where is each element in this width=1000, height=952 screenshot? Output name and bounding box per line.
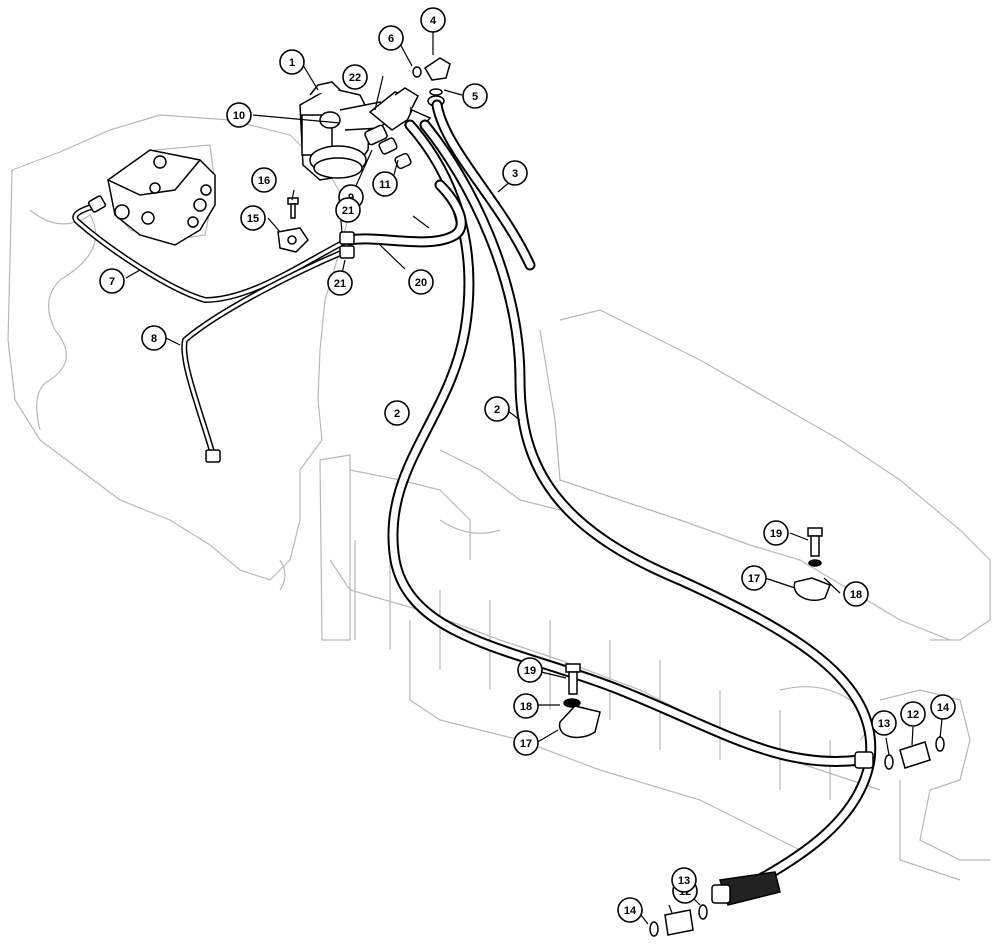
callout-12: 12 bbox=[900, 701, 926, 727]
callout-6: 6 bbox=[378, 25, 404, 51]
callout-label: 16 bbox=[258, 175, 270, 187]
callout-label: 18 bbox=[520, 701, 532, 713]
callout-circle bbox=[513, 693, 539, 719]
small-parts bbox=[277, 197, 945, 937]
callout-label: 19 bbox=[770, 528, 782, 540]
callout-label: 21 bbox=[334, 278, 346, 290]
callout-circle bbox=[279, 49, 305, 75]
callout-circle bbox=[671, 867, 697, 893]
callout-17: 17 bbox=[513, 730, 539, 756]
callout-label: 12 bbox=[907, 709, 919, 721]
callout-22: 22 bbox=[342, 64, 368, 90]
callout-label: 22 bbox=[349, 72, 361, 84]
callout-label: 5 bbox=[472, 91, 478, 103]
callout-circle bbox=[99, 268, 125, 294]
callout-label: 14 bbox=[624, 905, 637, 917]
callout-label: 15 bbox=[247, 213, 259, 225]
callout-3: 3 bbox=[502, 160, 528, 186]
callout-circle bbox=[843, 581, 869, 607]
callout-label: 13 bbox=[878, 718, 890, 730]
callout-label: 1 bbox=[289, 57, 295, 69]
callout-19: 19 bbox=[517, 657, 543, 683]
callout-circle bbox=[741, 565, 767, 591]
callout-circle bbox=[900, 701, 926, 727]
callout-label: 20 bbox=[415, 277, 427, 289]
callout-label: 8 bbox=[151, 333, 157, 345]
callout-label: 3 bbox=[512, 168, 518, 180]
callout-label: 2 bbox=[494, 404, 500, 416]
callout-16: 16 bbox=[251, 167, 277, 193]
callout-circle bbox=[502, 160, 528, 186]
callout-17: 17 bbox=[741, 565, 767, 591]
callout-14: 14 bbox=[930, 694, 956, 720]
callout-circle bbox=[372, 171, 398, 197]
callout-14: 14 bbox=[617, 897, 643, 923]
callout-circle bbox=[335, 197, 361, 223]
callout-circle bbox=[327, 270, 353, 296]
callout-2: 2 bbox=[484, 396, 510, 422]
callout-circle bbox=[226, 102, 252, 128]
control-valve-block bbox=[107, 149, 216, 246]
callout-circle bbox=[871, 710, 897, 736]
callout-5: 5 bbox=[462, 83, 488, 109]
callout-4: 4 bbox=[420, 7, 446, 33]
callout-8: 8 bbox=[141, 325, 167, 351]
callout-label: 10 bbox=[233, 110, 245, 122]
callout-circle bbox=[342, 64, 368, 90]
callout-circle bbox=[420, 7, 446, 33]
callout-label: 6 bbox=[388, 33, 394, 45]
callout-circle bbox=[384, 400, 410, 426]
callout-18: 18 bbox=[513, 693, 539, 719]
callout-circle bbox=[240, 205, 266, 231]
callout-20: 20 bbox=[408, 269, 434, 295]
callout-label: 17 bbox=[520, 738, 532, 750]
leader-lines bbox=[125, 20, 943, 925]
callout-label: 14 bbox=[937, 702, 950, 714]
callout-label: 7 bbox=[109, 276, 115, 288]
elbow-fitting-4 bbox=[412, 57, 451, 107]
callout-21: 21 bbox=[327, 270, 353, 296]
callout-label: 17 bbox=[748, 573, 760, 585]
callout-label: 18 bbox=[850, 589, 862, 601]
callout-label: 2 bbox=[394, 408, 400, 420]
callout-circle bbox=[408, 269, 434, 295]
callout-1: 1 bbox=[279, 49, 305, 75]
callout-label: 21 bbox=[342, 205, 354, 217]
callout-label: 13 bbox=[678, 875, 690, 887]
callout-group: 1223456789101112121313141415161717181819… bbox=[99, 7, 956, 923]
hose-end-fittings bbox=[87, 195, 874, 906]
callout-10: 10 bbox=[226, 102, 252, 128]
callout-circle bbox=[462, 83, 488, 109]
callout-label: 11 bbox=[379, 179, 391, 191]
callout-19: 19 bbox=[763, 520, 789, 546]
callout-11: 11 bbox=[372, 171, 398, 197]
callout-13: 13 bbox=[671, 867, 697, 893]
callout-18: 18 bbox=[843, 581, 869, 607]
callout-21: 21 bbox=[335, 197, 361, 223]
callout-circle bbox=[141, 325, 167, 351]
callout-15: 15 bbox=[240, 205, 266, 231]
callout-circle bbox=[763, 520, 789, 546]
callout-circle bbox=[484, 396, 510, 422]
callout-circle bbox=[930, 694, 956, 720]
hoses bbox=[72, 99, 877, 901]
callout-circle bbox=[251, 167, 277, 193]
callout-circle bbox=[517, 657, 543, 683]
callout-label: 4 bbox=[430, 15, 437, 27]
callout-circle bbox=[617, 897, 643, 923]
callout-7: 7 bbox=[99, 268, 125, 294]
callout-13: 13 bbox=[871, 710, 897, 736]
callout-circle bbox=[513, 730, 539, 756]
callout-2: 2 bbox=[384, 400, 410, 426]
callout-circle bbox=[378, 25, 404, 51]
callout-label: 19 bbox=[524, 665, 536, 677]
